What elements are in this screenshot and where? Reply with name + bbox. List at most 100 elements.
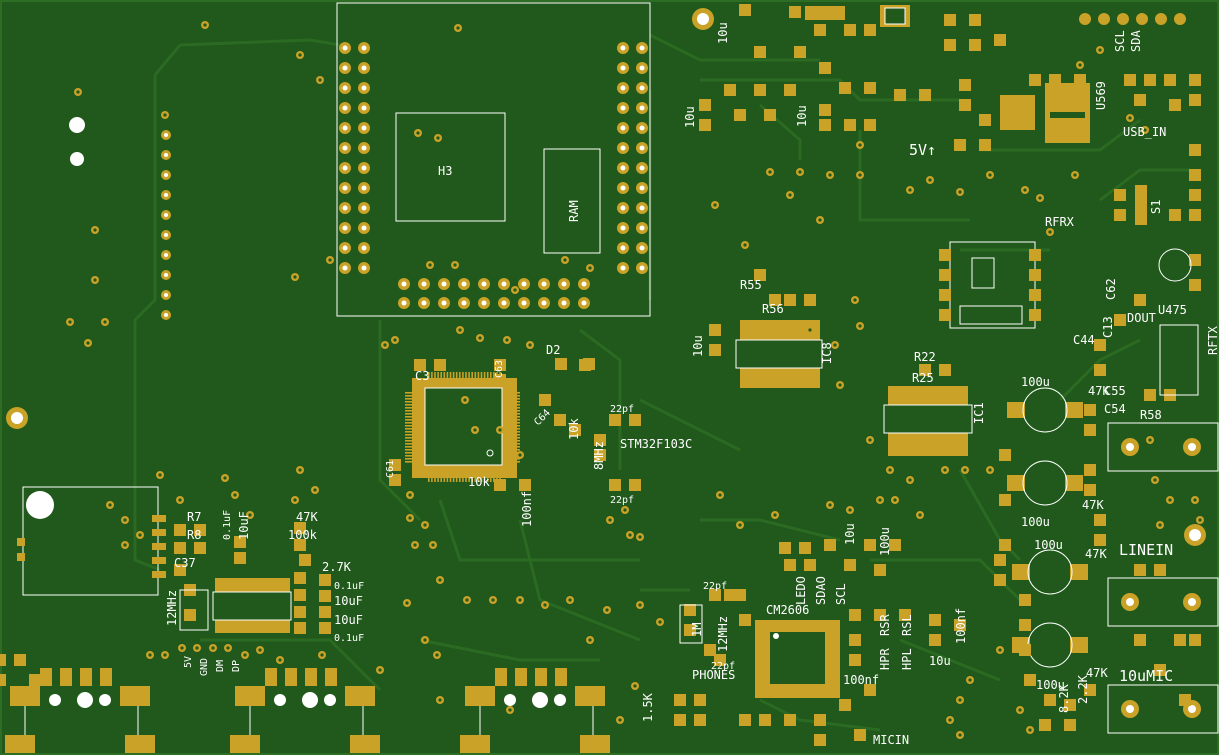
qfp-pin [405, 440, 417, 442]
smd-pad [194, 524, 206, 536]
qfp-pin [508, 413, 520, 415]
via-drill [320, 653, 324, 657]
conn-pin [325, 668, 337, 686]
qfp-pin [508, 419, 520, 421]
via-drill [76, 90, 80, 94]
label-rsr: RSR [878, 614, 892, 636]
smd-pad [819, 119, 831, 131]
smd-pad [1044, 694, 1056, 706]
th-drill [401, 300, 407, 306]
smd-pad [944, 39, 956, 51]
label-47k-b: 47K [1088, 384, 1110, 398]
via-drill [318, 78, 322, 82]
via-drill [465, 598, 469, 602]
label-10u-b: 10u [683, 106, 697, 128]
via-drill [258, 648, 262, 652]
smd-pad [14, 654, 26, 666]
th-drill [639, 225, 645, 231]
copper-traces [133, 33, 1190, 732]
qfp-pin [405, 461, 417, 463]
label-10uf-c: 10uF [334, 613, 363, 627]
via-drill [1098, 48, 1102, 52]
th-drill [620, 165, 626, 171]
label-s1: S1 [1149, 200, 1163, 214]
smd-pad [389, 459, 401, 471]
th-drill [581, 281, 587, 287]
th-drill [361, 45, 367, 51]
conn-pin [305, 668, 317, 686]
label-2.2k: 2.2K [1076, 674, 1090, 704]
qfp-pin [508, 392, 520, 394]
qfp-pin [405, 413, 417, 415]
qfp-pin [405, 443, 417, 445]
conn-drill [302, 692, 318, 708]
smd-pad [299, 554, 311, 566]
th-drill [361, 185, 367, 191]
smd-pad [769, 294, 781, 306]
via-drill [563, 258, 567, 262]
qfp-pin [508, 425, 520, 427]
via-drill [491, 598, 495, 602]
smd-pad [899, 609, 911, 621]
smd-pad [1114, 209, 1126, 221]
smd-pad [1134, 564, 1146, 576]
th-drill [342, 65, 348, 71]
conn-pad [345, 686, 375, 706]
via-drill [858, 143, 862, 147]
smd-pad [779, 542, 791, 554]
via-drill [453, 263, 457, 267]
smd-pad [799, 542, 811, 554]
label-stm32: STM32F103C [620, 437, 692, 451]
module-pin [152, 571, 166, 578]
button-pad [1135, 185, 1147, 225]
smd-pad [994, 554, 1006, 566]
smd-pad [319, 622, 331, 634]
th-drill [361, 105, 367, 111]
smd-pad [804, 559, 816, 571]
via-drill [298, 53, 302, 57]
smd-pad [994, 574, 1006, 586]
smd-pad [864, 119, 876, 131]
qfp-pin [508, 422, 520, 424]
qfp-pin [405, 455, 417, 457]
header-drill [164, 153, 168, 157]
label-pin-gnd: GND [199, 658, 210, 676]
audio-jacks [1107, 422, 1219, 734]
header-pin [1174, 13, 1186, 25]
via-drill [958, 190, 962, 194]
smd-pad [969, 14, 981, 26]
qfp-pin [508, 452, 520, 454]
label-100u-e: 100u [878, 527, 892, 556]
smd-pad [1094, 514, 1106, 526]
ecap-pad [1065, 402, 1083, 418]
smd-pad [594, 434, 606, 446]
qfp-pin [431, 372, 433, 384]
via-drill [1198, 518, 1202, 522]
smd-pad [594, 449, 606, 461]
conn-pad [580, 735, 610, 753]
smd-pad [784, 294, 796, 306]
qfp-pin [499, 470, 501, 482]
th-drill [620, 125, 626, 131]
smd-pad [919, 89, 931, 101]
via-drill [918, 513, 922, 517]
via-drill [718, 493, 722, 497]
label-100u-a: 100u [1021, 375, 1050, 389]
label-0.1uf-c: 0.1uF [334, 633, 364, 644]
via-drill [618, 718, 622, 722]
th-drill [361, 225, 367, 231]
label-scl: SCL [1113, 30, 1127, 52]
via-drill [195, 646, 199, 650]
conn-pin [40, 668, 52, 686]
label-47k-a: 47K [296, 510, 318, 524]
via-drill [848, 508, 852, 512]
conn-pin [265, 668, 277, 686]
th-drill [361, 85, 367, 91]
label-c61: C61 [385, 460, 396, 478]
conn-pin [555, 668, 567, 686]
smd-pad [294, 572, 306, 584]
smd-pad [184, 609, 196, 621]
qfp-pin [508, 431, 520, 433]
smd-pad [319, 590, 331, 602]
